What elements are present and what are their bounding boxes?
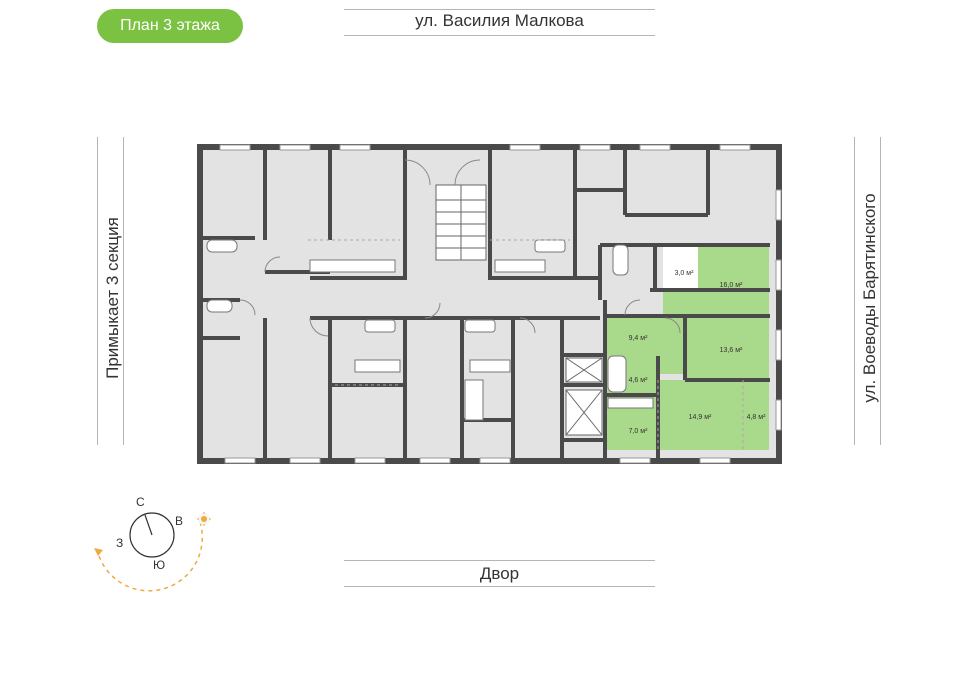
sun-icon xyxy=(197,512,211,526)
room-area-14-9: 14,9 м² xyxy=(689,414,712,421)
floor-badge[interactable]: План 3 этажа xyxy=(97,9,243,43)
room-area-7: 7,0 м² xyxy=(629,428,648,435)
room-area-13-6: 13,6 м² xyxy=(720,347,743,354)
interior-walls xyxy=(203,150,770,458)
room-area-9-4: 9,4 м² xyxy=(629,335,648,342)
door-swings xyxy=(239,159,681,337)
bathroom-fixtures xyxy=(206,239,654,421)
bottom-street-label: Двор xyxy=(479,564,520,583)
highlight-room-3[interactable] xyxy=(663,246,698,290)
windows xyxy=(219,144,782,464)
compass-south: Ю xyxy=(153,558,166,572)
top-street-line-lower xyxy=(344,35,655,36)
bottom-street-line-lower xyxy=(344,586,655,587)
room-area-3: 3,0 м² xyxy=(675,270,694,277)
compass-north: С xyxy=(136,495,145,509)
compass-east: В xyxy=(175,514,184,528)
right-street-line-outer xyxy=(880,137,881,445)
room-area-4-8: 4,8 м² xyxy=(747,414,766,421)
compass-west: З xyxy=(116,536,124,550)
right-street-line-inner xyxy=(854,137,855,445)
stairwell xyxy=(435,184,487,261)
highlight-room-14[interactable] xyxy=(658,380,743,450)
elevators xyxy=(565,357,603,436)
room-area-4-6: 4,6 м² xyxy=(629,377,648,384)
top-street-line-upper xyxy=(344,9,655,10)
compass: С В Ю З xyxy=(88,478,218,598)
left-street-line-inner xyxy=(123,137,124,445)
compass-arrow-icon xyxy=(94,548,103,556)
room-area-16: 16,0 м² xyxy=(720,282,743,289)
highlight-room-13[interactable] xyxy=(685,318,769,378)
compass-needle xyxy=(144,514,153,536)
highlight-room-4-8[interactable] xyxy=(743,380,769,450)
top-street-label: ул. Василия Малкова xyxy=(415,11,584,30)
bottom-street-line-upper xyxy=(344,560,655,561)
zone-dashes xyxy=(308,239,744,450)
left-street-line-outer xyxy=(97,137,98,445)
compass-sun-path xyxy=(97,521,204,592)
room-labels: 16,0 м² 3,0 м² 9,4 м² 13,6 м² 4,6 м² 14,… xyxy=(629,270,766,435)
